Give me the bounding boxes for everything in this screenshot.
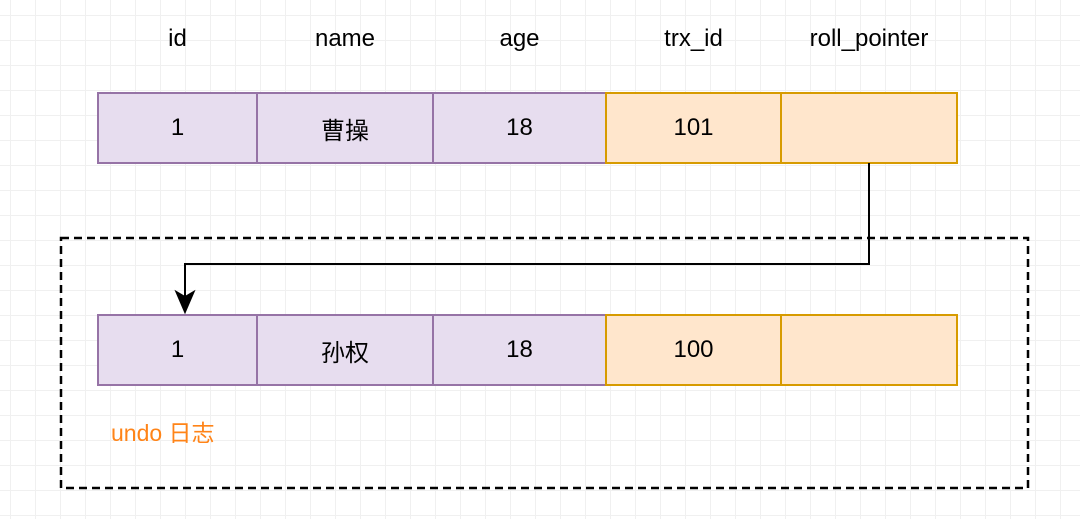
column-headers: id name age trx_id roll_pointer xyxy=(97,22,958,56)
roll-pointer-arrow-line xyxy=(184,163,870,296)
column-header-trx-id: trx_id xyxy=(664,25,723,52)
undo-cell-name: 孙权 xyxy=(256,314,434,386)
current-cell-id: 1 xyxy=(97,92,258,164)
current-cell-name: 曹操 xyxy=(256,92,434,164)
current-record-row: 1 曹操 18 101 xyxy=(97,92,958,164)
current-cell-age: 18 xyxy=(432,92,607,164)
column-header-id: id xyxy=(168,25,187,52)
undo-cell-trx-id: 100 xyxy=(605,314,782,386)
undo-log-row: 1 孙权 18 100 xyxy=(97,314,958,386)
undo-log-label: undo 日志 xyxy=(111,420,215,446)
current-cell-roll-pointer xyxy=(780,92,958,164)
column-header-age: age xyxy=(499,25,540,52)
roll-pointer-arrowhead-icon xyxy=(174,289,196,315)
column-header-roll-pointer: roll_pointer xyxy=(809,25,929,52)
undo-cell-age: 18 xyxy=(432,314,607,386)
current-cell-trx-id: 101 xyxy=(605,92,782,164)
column-header-name: name xyxy=(314,25,376,52)
undo-cell-id: 1 xyxy=(97,314,258,386)
undo-cell-roll-pointer xyxy=(780,314,958,386)
